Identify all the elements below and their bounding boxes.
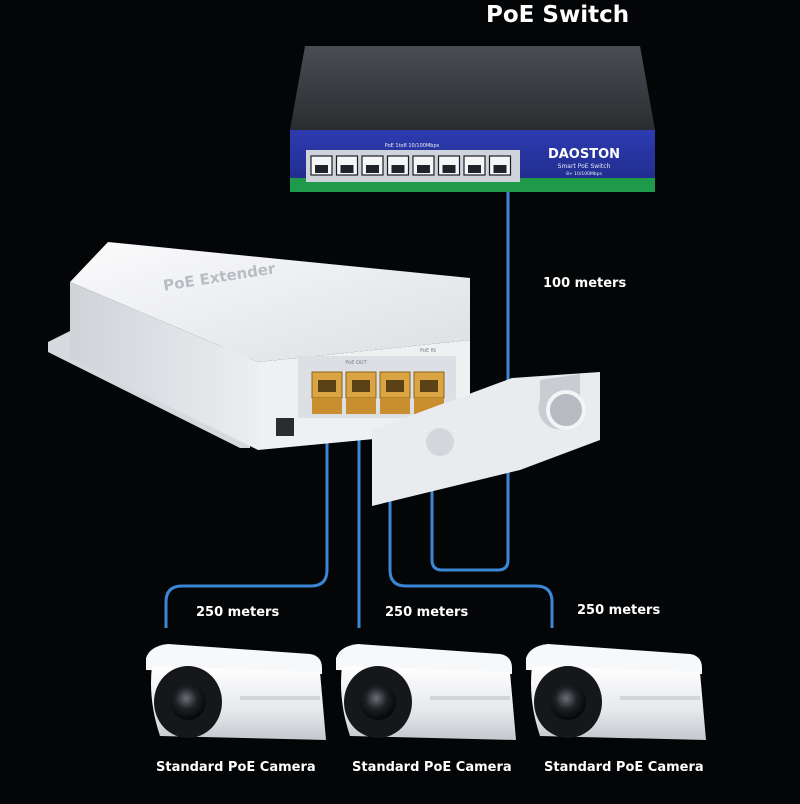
switch-port-socket <box>340 165 354 173</box>
extender-port-socket <box>386 380 404 392</box>
diagram-title: PoE Switch <box>486 2 630 28</box>
camera-lens <box>550 684 586 720</box>
extender-ports <box>311 371 445 414</box>
switch-port-socket <box>468 165 481 173</box>
switch-top <box>290 46 655 130</box>
camera-1 <box>146 644 326 740</box>
switch-ports <box>310 155 512 176</box>
camera-stripe <box>240 696 320 700</box>
camera-distance-label-3: 250 meters <box>577 603 661 618</box>
cameras-group <box>146 644 706 740</box>
extender-port-socket <box>318 380 336 392</box>
camera-2 <box>336 644 516 740</box>
camera-label-3: Standard PoE Camera <box>544 760 704 775</box>
camera-stripe <box>620 696 700 700</box>
cables-group <box>164 180 554 628</box>
poe-extender: PoE Extender PoE OUT PoE IN <box>48 242 600 506</box>
switch-port-header: PoE 1to8 10/100Mbps <box>385 143 440 149</box>
switch-port-socket <box>366 165 379 173</box>
extender-front <box>70 282 258 450</box>
camera-stripe <box>430 696 510 700</box>
switch-spec: 8+ 10/100Mbps <box>566 171 602 177</box>
extender-port-base <box>380 398 410 414</box>
camera-3 <box>526 644 706 740</box>
camera-cable-3 <box>388 412 554 628</box>
switch-port-socket <box>493 165 507 173</box>
extender-port-socket <box>352 380 370 392</box>
extender-port-base <box>312 398 342 414</box>
camera-cable-1 <box>164 422 329 628</box>
extender-top <box>70 242 470 362</box>
switch-port-socket <box>315 165 328 173</box>
gland-hole-small <box>426 428 454 456</box>
camera-distance-label-2: 250 meters <box>385 605 469 620</box>
extender-dip-switch <box>276 418 294 436</box>
switch-model: Smart PoE Switch <box>558 163 611 170</box>
camera-lens <box>170 684 206 720</box>
uplink-distance-label: 100 meters <box>543 276 627 291</box>
switch-brand: DAOSTON <box>548 147 620 162</box>
camera-label-2: Standard PoE Camera <box>352 760 512 775</box>
switch-port-socket <box>417 165 430 173</box>
camera-lens <box>360 684 396 720</box>
switch-port-socket <box>442 165 456 173</box>
extender-out-label: PoE OUT <box>345 360 367 366</box>
camera-distance-label-1: 250 meters <box>196 605 280 620</box>
cable-gland-ring <box>546 390 586 430</box>
extender-in-label: PoE IN <box>420 348 436 354</box>
camera-label-1: Standard PoE Camera <box>156 760 316 775</box>
switch-port-socket <box>391 165 405 173</box>
poe-switch: PoE 1to8 10/100Mbps DAOSTON Smart PoE Sw… <box>290 46 655 192</box>
uplink-cable <box>430 180 510 572</box>
extender-port-base <box>346 398 376 414</box>
extender-port-socket <box>420 380 438 392</box>
